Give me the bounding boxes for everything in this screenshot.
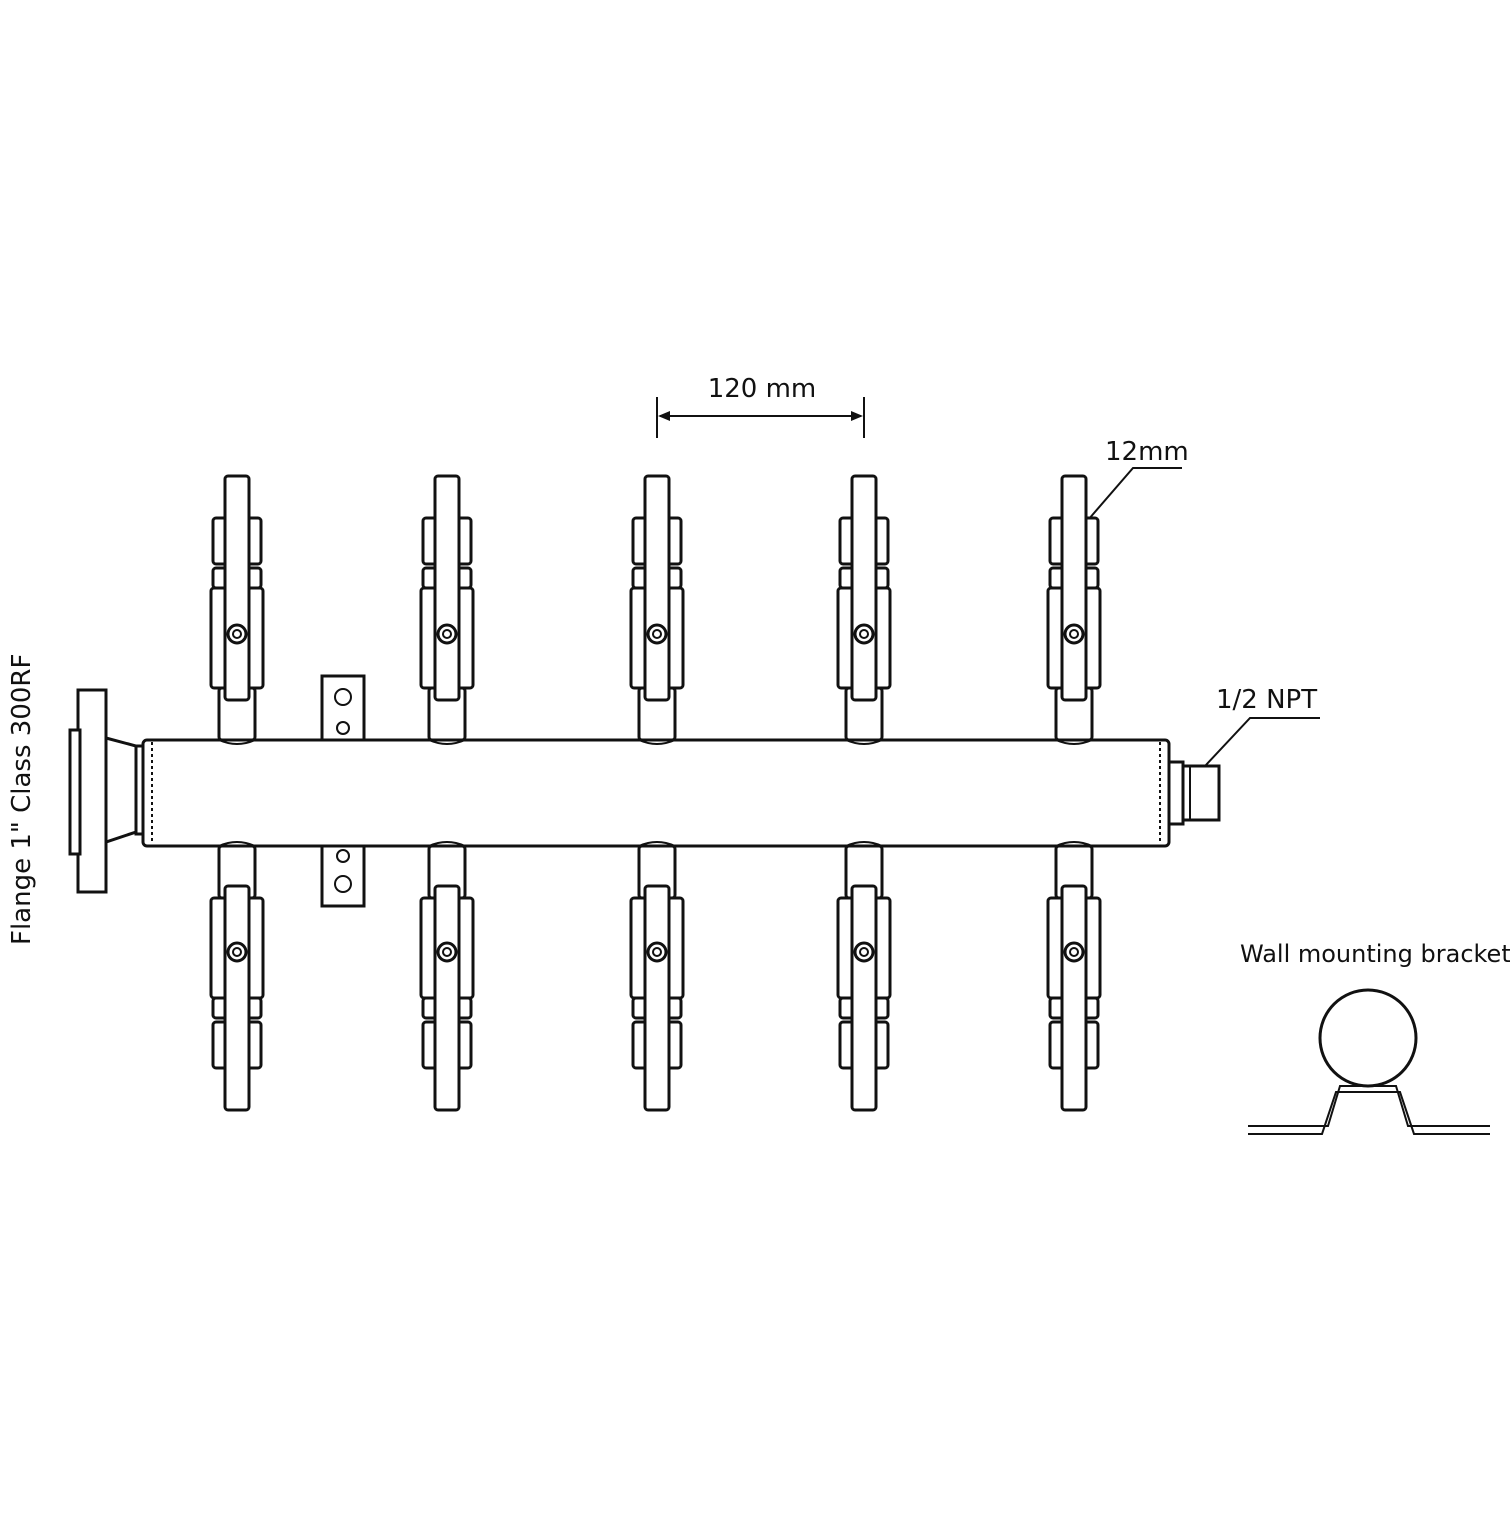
bottom-valve-3 [629, 841, 685, 1112]
outlet-thread-label: 1/2 NPT [1216, 685, 1317, 715]
bottom-valve-row [209, 841, 1102, 1112]
bracket-label: Wall mounting bracket [1240, 940, 1510, 968]
top-valve-1 [209, 474, 265, 745]
top-valve-5 [1046, 474, 1102, 745]
inlet-flange [68, 688, 146, 894]
spacing-dimension: 120 mm [656, 374, 865, 438]
outlet-thread-callout: 1/2 NPT [1204, 685, 1320, 767]
tube-size-callout: 12mm [1087, 437, 1189, 521]
wall-bracket-detail: Wall mounting bracket [1240, 940, 1510, 1135]
inlet-flange-label: Flange 1" Class 300RF [7, 654, 37, 945]
top-valve-3 [629, 474, 685, 745]
manifold-header [141, 738, 1171, 848]
top-valve-row [209, 474, 1102, 745]
bottom-valve-2 [419, 841, 475, 1112]
tube-size-label: 12mm [1105, 437, 1189, 467]
header-bracket-top [320, 674, 366, 742]
header-bracket-bottom [320, 844, 366, 908]
bottom-valve-1 [209, 841, 265, 1112]
top-valve-2 [419, 474, 475, 745]
bottom-valve-4 [836, 841, 892, 1112]
spacing-label: 120 mm [708, 374, 817, 404]
bottom-valve-5 [1046, 841, 1102, 1112]
top-valve-4 [836, 474, 892, 745]
npt-outlet-fitting [1167, 760, 1221, 826]
